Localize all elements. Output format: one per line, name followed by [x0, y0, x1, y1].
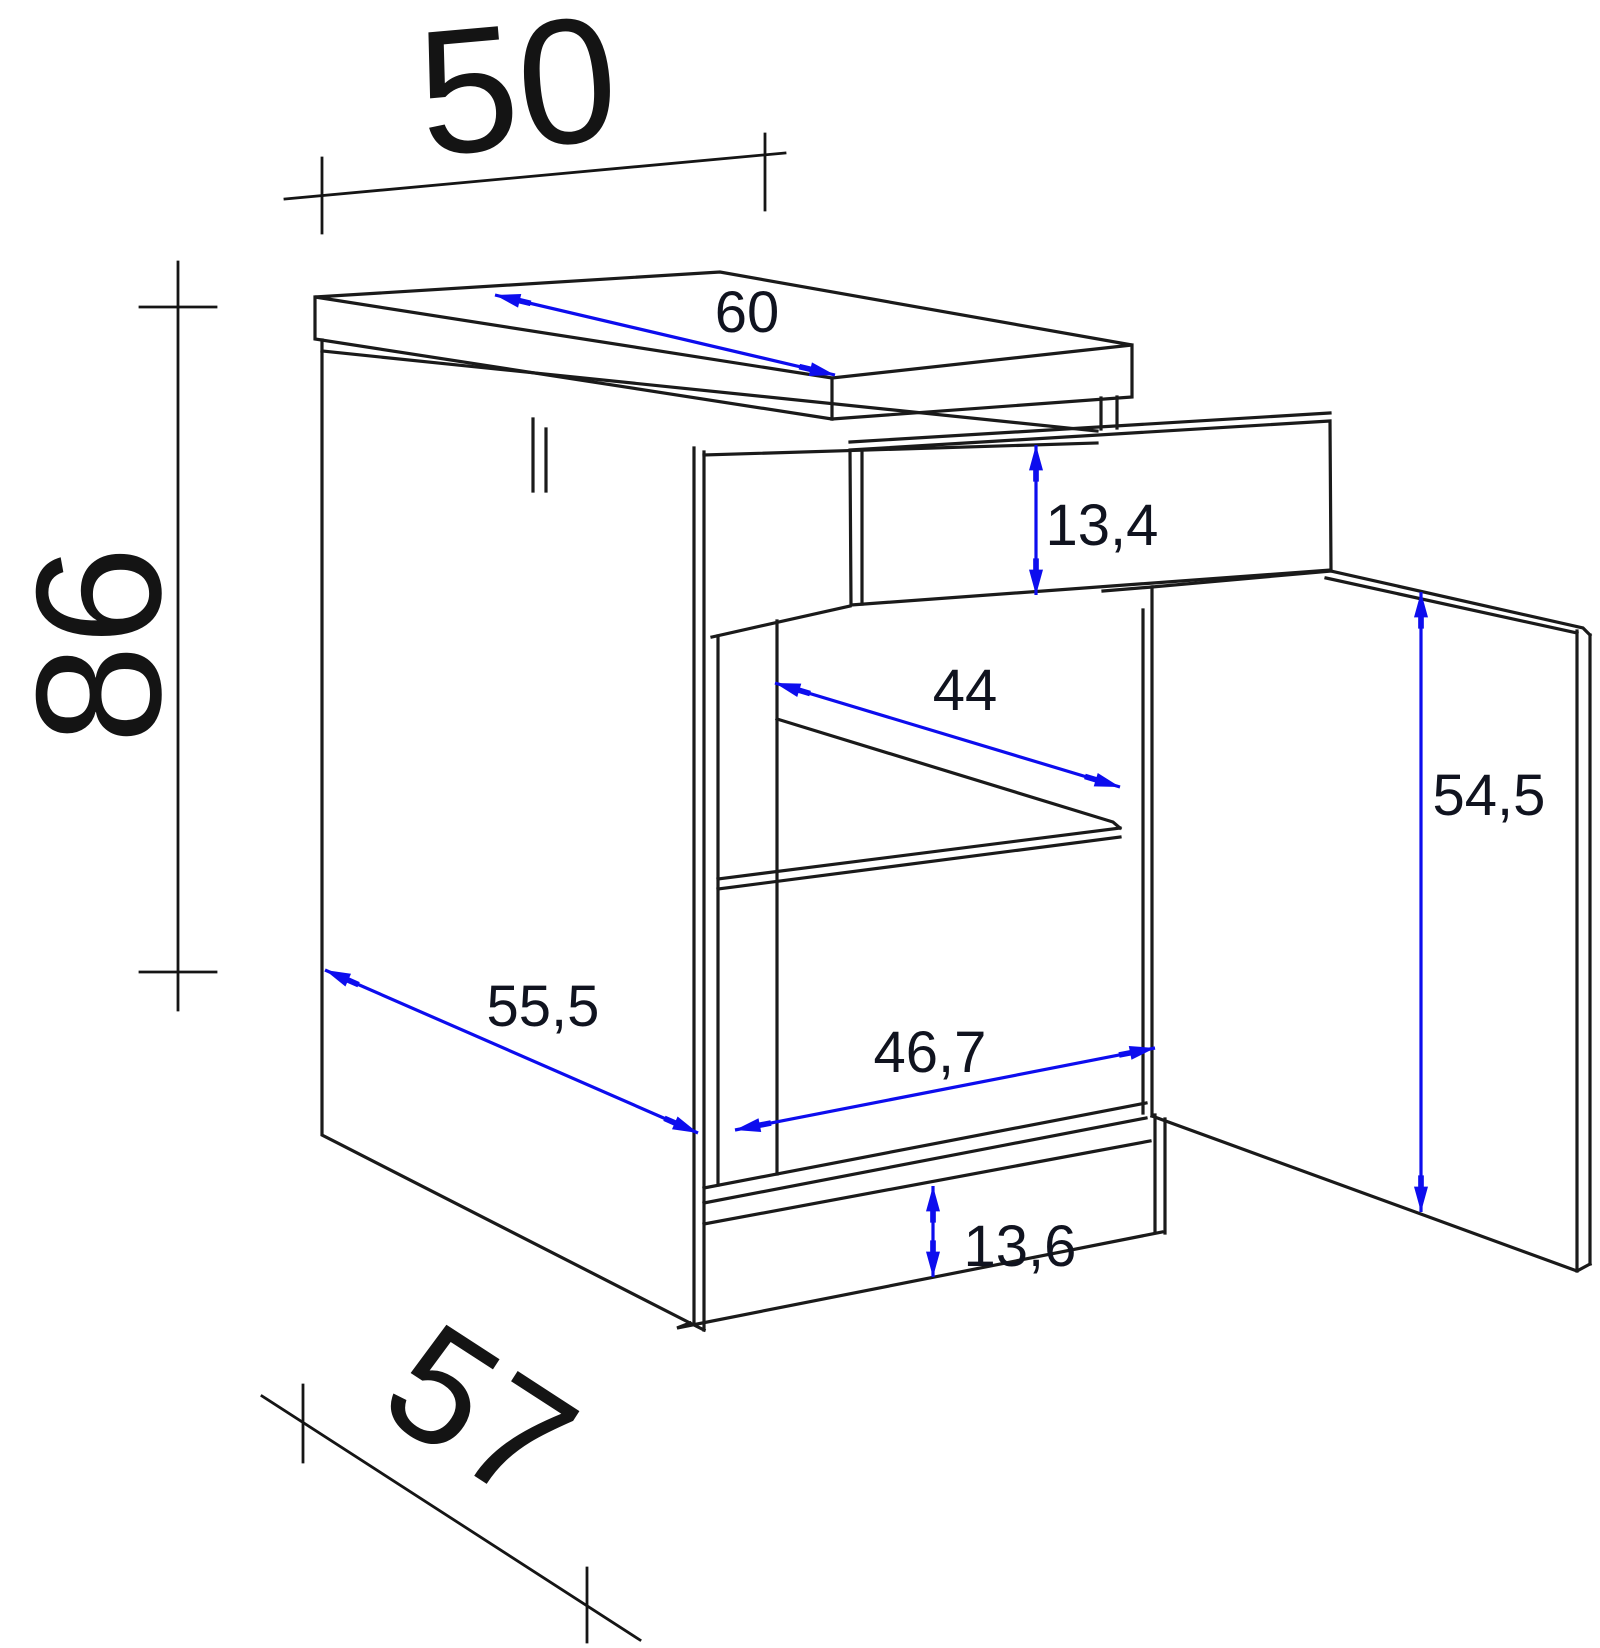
cabinet-outline [313, 270, 1593, 1333]
carcass-corner-top-join [1101, 585, 1154, 593]
dim-54-5-label: 54,5 [1433, 763, 1546, 828]
arrow-60 [494, 293, 836, 377]
side-panel-left [320, 338, 720, 1333]
door-top-edge-left [1150, 569, 1333, 589]
dimension-door-height: 54,5 [1414, 592, 1546, 1212]
dim-55-5-label: 55,5 [487, 974, 600, 1039]
dim-86-label: 86 [0, 546, 198, 744]
door-open [1149, 569, 1593, 1273]
dimension-side-depth: 55,5 [324, 968, 699, 1135]
plinth-top-edge [702, 1139, 1152, 1226]
dim-50-line [283, 151, 787, 201]
door-top-edge-inner [1324, 576, 1579, 635]
arrow-46-7 [734, 1045, 1156, 1133]
dimension-worktop-depth: 60 [494, 280, 836, 377]
dim-60-label: 60 [715, 280, 780, 345]
shelf-front-edge-bottom [716, 835, 1122, 891]
dim-44-label: 44 [933, 658, 998, 723]
dimension-depth-bottom: 57 [260, 1288, 642, 1644]
arrow-55-5 [324, 968, 699, 1135]
front-rail-bottom-edge [702, 441, 1099, 457]
dimension-shelf-depth: 44 [774, 658, 1121, 789]
side-panel-front-outline [320, 338, 707, 1333]
cabinet-floor [702, 1101, 1152, 1226]
cabinet-interior [676, 585, 1167, 1330]
arrow-44 [774, 681, 1121, 789]
dimension-interior-width: 46,7 [734, 1020, 1156, 1133]
carcass-top-edge [320, 349, 1099, 433]
dim-46-7-label: 46,7 [874, 1020, 987, 1085]
worktop-front-vertex-edge [830, 343, 1134, 421]
dimension-height-left: 86 [0, 260, 218, 1012]
dimension-width-top: 50 [283, 0, 787, 235]
dim-13-4-label: 13,4 [1046, 493, 1159, 558]
worktop-front-left-edge [313, 295, 834, 421]
floor-front-edge-bottom [702, 1116, 1148, 1205]
dimension-drawer-front-height: 13,4 [1029, 445, 1159, 595]
plinth [676, 1113, 1167, 1330]
dim-13-6-label: 13,6 [964, 1214, 1077, 1279]
dim-50-label: 50 [410, 0, 625, 193]
under-drawer-rail [710, 604, 852, 639]
dim-57-label: 57 [355, 1288, 605, 1538]
drawer-front-top-inner-edge [848, 411, 1332, 444]
carcass-top-rails [320, 349, 1119, 493]
plinth-bottom-edge [676, 1230, 1164, 1330]
dimension-plinth-height: 13,6 [926, 1186, 1077, 1279]
door-bottom-edge [1149, 1113, 1593, 1273]
shelf-front-edge-top [716, 826, 1122, 881]
dim-57-line [260, 1394, 642, 1642]
door-top-edge-right [1329, 569, 1593, 638]
floor-front-edge-top [702, 1101, 1148, 1190]
blue-dimensions: 60 13,4 44 55,5 46,7 54,5 [324, 280, 1546, 1279]
